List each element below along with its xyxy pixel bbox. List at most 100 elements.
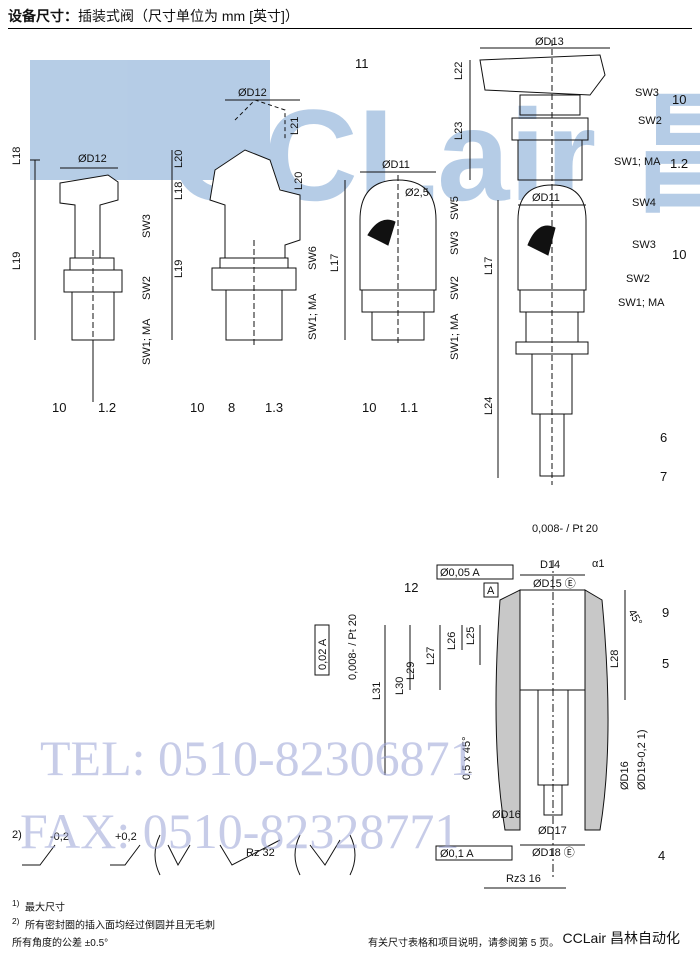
- title-bold: 设备尺寸：: [8, 8, 78, 24]
- label-l31: L31: [371, 682, 383, 700]
- label-d11-v4: ØD11: [532, 192, 560, 204]
- page-title: 设备尺寸：插装式阀（尺寸单位为 mm [英寸]）: [8, 6, 299, 26]
- label-sw2: SW2: [141, 276, 153, 300]
- view3-labels: ØD11 Ø2,5 SW5 SW3 L17 SW2 SW1; MA 10 1.1: [329, 159, 461, 415]
- callout-10-v4: 10: [672, 92, 686, 107]
- label-d19: ØD19-0,2 1): [636, 729, 648, 790]
- bore-labels: 0,008- / Pt 20 D14 α1 ØD15 Ⓔ Ø0,05 A A 4…: [317, 523, 669, 885]
- label-d2-5: Ø2,5: [405, 187, 429, 199]
- label-flatness: 0,008- / Pt 20: [532, 523, 598, 535]
- callout-11: 11: [355, 56, 369, 71]
- label-l18-v2: L18: [173, 182, 185, 200]
- footnote-2-mark: 2): [12, 916, 20, 926]
- surface-symbols: [22, 834, 356, 876]
- label-l18: L18: [11, 147, 23, 165]
- label-l23: L23: [453, 122, 465, 140]
- label-sw1: SW1; MA: [141, 318, 153, 365]
- symbol-minus: -0,2: [50, 831, 69, 843]
- label-sw6: SW6: [307, 246, 319, 270]
- callout-10-v4b: 10: [672, 247, 686, 262]
- callout-10: 10: [52, 400, 66, 415]
- watermark-tel: TEL: 0510-82306871: [40, 730, 475, 786]
- brand-label: CCLair 昌林自动化: [558, 927, 684, 949]
- label-rz3-16: Rz3 16: [506, 873, 541, 885]
- label-alpha1: α1: [592, 558, 604, 570]
- label-sw2-v3: SW2: [449, 276, 461, 300]
- logo-watermark: CCLair 昌林自动化: [30, 60, 700, 228]
- label-d18: ØD18 Ⓔ: [532, 846, 575, 859]
- footnote-1-mark: 1): [12, 898, 20, 908]
- label-tol-005: Ø0,05 A: [440, 567, 480, 579]
- symbol-rz: Rz 32: [246, 847, 275, 859]
- title-rule: [8, 28, 692, 29]
- label-l25: L25: [465, 627, 477, 645]
- label-l26: L26: [446, 632, 458, 650]
- label-sw4: SW4: [632, 197, 656, 209]
- callout-1-3: 1.3: [265, 400, 283, 415]
- label-sw1-v4b: SW1; MA: [618, 297, 665, 309]
- label-sw3-v4: SW3: [635, 87, 659, 99]
- view2-valve: [171, 99, 301, 345]
- label-l19-v2: L19: [173, 260, 185, 278]
- callout-6: 6: [660, 430, 667, 445]
- label-sw5: SW5: [449, 196, 461, 220]
- callout-10-v3: 10: [362, 400, 376, 415]
- symbol-labels: 2) -0,2 +0,2 Rz 32: [12, 829, 275, 859]
- label-d12: ØD12: [78, 153, 107, 165]
- label-d17: ØD17: [538, 825, 567, 837]
- label-l22: L22: [453, 62, 465, 80]
- footnote-2-text: 所有密封圈的插入面均经过倒圆并且无毛刺: [24, 920, 215, 932]
- title-rest: 插装式阀（尺寸单位为 mm [英寸]）: [78, 8, 299, 24]
- view1-valve: [30, 159, 123, 402]
- label-sw2-v4b: SW2: [626, 273, 650, 285]
- callout-8: 8: [228, 400, 235, 415]
- view2-labels: ØD12 L21 L20 L18 L20 L19 SW6 SW1; MA 11 …: [173, 56, 369, 415]
- callout-7: 7: [660, 469, 667, 484]
- label-l17: L17: [329, 254, 341, 272]
- label-l28: L28: [609, 650, 621, 668]
- callout-1-1: 1.1: [400, 400, 418, 415]
- label-tol-01: Ø0,1 A: [440, 848, 474, 860]
- view1-labels: ØD12 L18 L19 SW3 SW2 SW1; MA 10 1.2: [11, 147, 153, 415]
- callout-9: 9: [662, 605, 669, 620]
- label-sw3: SW3: [141, 214, 153, 238]
- label-d15: ØD15 Ⓔ: [533, 577, 576, 590]
- label-l30: L30: [394, 677, 406, 695]
- symbol-sup: 2): [12, 829, 22, 841]
- label-d16-side: ØD16: [619, 761, 631, 790]
- watermark-fax: FAX: 0510-82328771: [20, 803, 459, 859]
- callout-4: 4: [658, 848, 665, 863]
- label-l27: L27: [425, 647, 437, 665]
- bore-section: [314, 560, 626, 889]
- footnote-2: 2) 所有密封圈的插入面均经过倒圆并且无毛刺: [12, 916, 215, 931]
- label-sw1-v2: SW1; MA: [307, 293, 319, 340]
- symbol-plus: +0,2: [115, 831, 137, 843]
- label-l20b: L20: [293, 172, 305, 190]
- label-tol-002: 0,02 A: [317, 638, 329, 670]
- callout-1-2: 1.2: [98, 400, 116, 415]
- label-45: 45°: [625, 608, 644, 628]
- footnote-1-text: 最大尺寸: [24, 902, 65, 914]
- footnote-3: 所有角度的公差 ±0.5°: [12, 938, 109, 949]
- view4-valve: [469, 40, 610, 485]
- label-sw2-v4: SW2: [638, 115, 662, 127]
- label-flatness-2: 0,008- / Pt 20: [347, 614, 359, 680]
- label-d14: D14: [540, 559, 560, 571]
- footnote-1: 1) 最大尺寸: [12, 898, 65, 913]
- callout-1-2-v4: 1.2: [670, 156, 688, 171]
- footnote-right: 有关尺寸表格和项目说明，请参阅第 5 页。: [368, 938, 560, 949]
- view3-valve: [344, 171, 437, 345]
- label-sw3-v4b: SW3: [632, 239, 656, 251]
- label-sw3-v3: SW3: [449, 231, 461, 255]
- callout-5: 5: [662, 656, 669, 671]
- label-l21: L21: [289, 117, 301, 135]
- label-l29: L29: [405, 662, 417, 680]
- label-d11: ØD11: [382, 159, 410, 171]
- label-l17-v4: L17: [483, 257, 495, 275]
- label-datum-a: A: [487, 585, 495, 597]
- view4-labels: ØD13 L22 SW3 SW2 L23 SW1; MA ØD11 SW4 SW…: [453, 36, 688, 484]
- label-d12-v2: ØD12: [238, 87, 267, 99]
- callout-10-v2: 10: [190, 400, 204, 415]
- label-d16: ØD16: [492, 809, 521, 821]
